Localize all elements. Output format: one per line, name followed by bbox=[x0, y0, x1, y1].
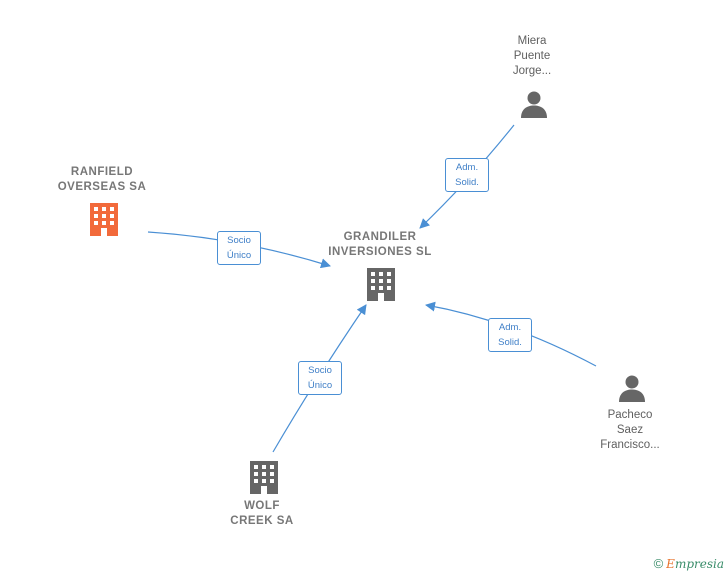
brand-logo: Empresia bbox=[666, 557, 724, 571]
copyright-symbol: © bbox=[653, 556, 664, 571]
edge-label-line: Único bbox=[226, 250, 252, 261]
footer-brand: © Empresia bbox=[654, 556, 724, 571]
edge-label-line: Único bbox=[307, 380, 333, 391]
person-icon[interactable] bbox=[519, 89, 549, 119]
edge-label-line: Socio bbox=[227, 235, 251, 246]
brand-logo-rest: mpresia bbox=[674, 556, 724, 571]
node-label-line: CREEK SA bbox=[230, 515, 294, 527]
building-icon[interactable] bbox=[87, 201, 121, 237]
edge-label-line: Adm. bbox=[498, 322, 522, 333]
node-label-line: Miera bbox=[517, 35, 547, 47]
node-label-line: Pacheco bbox=[607, 409, 653, 421]
node-label-line: GRANDILER bbox=[343, 231, 417, 243]
person-icon[interactable] bbox=[617, 373, 647, 403]
node-label-wolf[interactable]: WOLF CREEK SA bbox=[212, 499, 312, 529]
edge-label-ranfield-grandiler[interactable]: Socio Único bbox=[217, 231, 261, 265]
node-label-line: OVERSEAS SA bbox=[57, 181, 147, 193]
node-label-line: Saez bbox=[616, 424, 644, 436]
building-icon[interactable] bbox=[247, 459, 281, 495]
edge-label-pacheco-grandiler[interactable]: Adm. Solid. bbox=[488, 318, 532, 352]
node-label-line: Francisco... bbox=[600, 439, 660, 451]
node-label-line: Jorge... bbox=[512, 65, 552, 77]
node-label-line: Puente bbox=[513, 50, 551, 62]
edge-label-line: Solid. bbox=[455, 177, 479, 188]
edge-label-line: Adm. bbox=[455, 162, 479, 173]
edge-label-miera-grandiler[interactable]: Adm. Solid. bbox=[445, 158, 489, 192]
brand-logo-initial: E bbox=[666, 556, 675, 571]
node-label-line: RANFIELD bbox=[70, 166, 134, 178]
node-label-line: INVERSIONES SL bbox=[328, 246, 432, 258]
edge-label-line: Solid. bbox=[498, 337, 522, 348]
node-label-pacheco[interactable]: Pacheco Saez Francisco... bbox=[587, 408, 673, 453]
node-label-grandiler[interactable]: GRANDILER INVERSIONES SL bbox=[320, 230, 440, 260]
node-label-miera[interactable]: Miera Puente Jorge... bbox=[494, 34, 570, 79]
edge-label-line: Socio bbox=[308, 365, 332, 376]
node-label-ranfield[interactable]: RANFIELD OVERSEAS SA bbox=[47, 165, 157, 195]
building-icon[interactable] bbox=[364, 266, 398, 302]
node-label-line: WOLF bbox=[244, 500, 280, 512]
edge-label-wolf-grandiler[interactable]: Socio Único bbox=[298, 361, 342, 395]
